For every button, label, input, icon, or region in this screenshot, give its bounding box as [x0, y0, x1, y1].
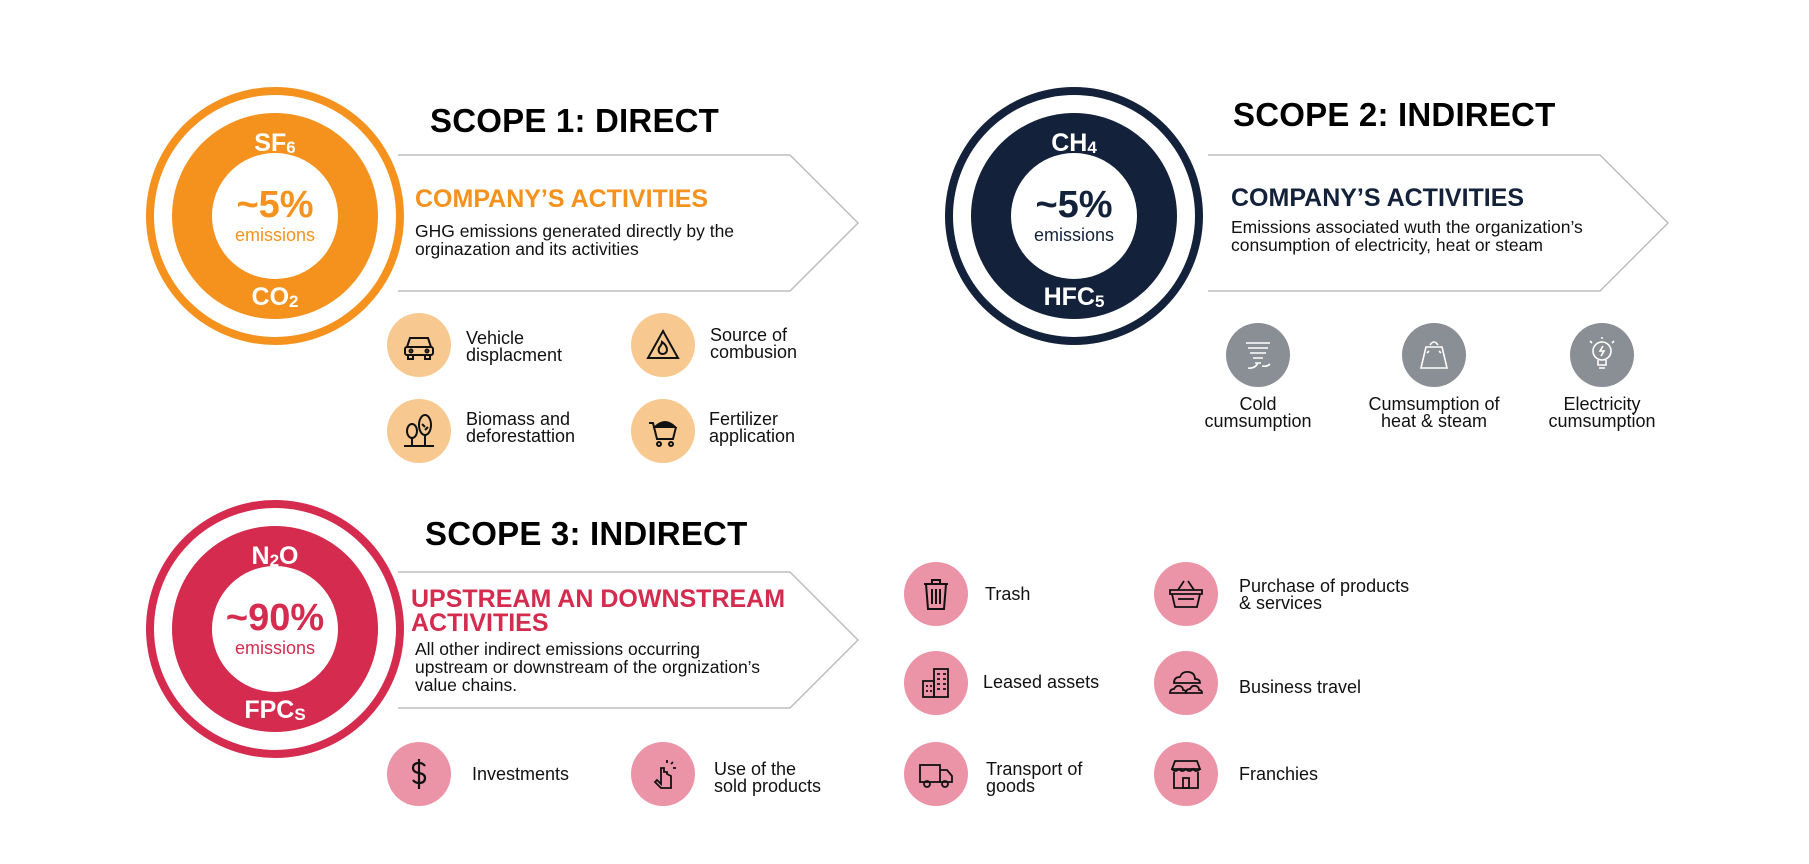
truck-icon — [904, 742, 968, 806]
scope3-percent: ~90% — [225, 597, 325, 639]
scope2-gas-top: CH4 — [1051, 129, 1097, 157]
scope3-gas-bottom: FPCS — [244, 696, 306, 724]
scope2-activity-desc: Emissions associated wuth the organizati… — [1231, 217, 1583, 255]
scope3-item-leased-label: Leased assets — [983, 672, 1100, 692]
scope3-item-trash-label: Trash — [985, 584, 1031, 604]
scope3-title: SCOPE 3: INDIRECT — [425, 515, 748, 552]
scope1-gas-bottom: CO2 — [251, 283, 299, 311]
building-icon — [904, 651, 968, 715]
clouds-icon — [1154, 651, 1218, 715]
dollar-icon — [387, 742, 451, 806]
scope3-gas-top: N2O — [251, 542, 299, 570]
scope2-emissions-label: emissions — [1033, 225, 1115, 245]
scope2-center: ~5% emissions — [1011, 153, 1137, 279]
car-icon — [387, 313, 451, 377]
scope3-ring: N2O ~90% emissions FPCS — [146, 500, 404, 758]
scope2-ring: CH4 ~5% emissions HFC5 — [945, 87, 1203, 345]
lightbulb-icon — [1570, 323, 1634, 387]
scope2-arrow-banner — [1208, 154, 1670, 292]
heater-bag-icon — [1402, 323, 1466, 387]
fertilizer-cart-icon — [631, 399, 695, 463]
scope2-title: SCOPE 2: INDIRECT — [1233, 96, 1556, 133]
scope1-activity-title: COMPANY’S ACTIVITIES — [415, 185, 709, 213]
scope3-arrow-banner — [398, 571, 860, 709]
scope1-ring: SF6 ~5% emissions CO2 — [146, 87, 404, 345]
trash-icon — [904, 562, 968, 626]
wind-icon — [1226, 323, 1290, 387]
scope1-emissions-label: emissions — [234, 225, 316, 245]
scope1-title: SCOPE 1: DIRECT — [430, 102, 720, 139]
scope1-percent: ~5% — [236, 184, 314, 226]
scope1-center: ~5% emissions — [212, 153, 338, 279]
store-icon — [1154, 742, 1218, 806]
flame-icon — [631, 313, 695, 377]
scope2-activity-title: COMPANY’S ACTIVITIES — [1231, 184, 1525, 212]
scope3-center: ~90% emissions — [212, 566, 338, 692]
scope3-emissions-label: emissions — [234, 638, 316, 658]
scope2-gas-bottom: HFC5 — [1043, 283, 1105, 311]
scope3-item-franchies-label: Franchies — [1239, 764, 1319, 784]
scope3-item-travel-label: Business travel — [1239, 677, 1362, 697]
basket-icon — [1154, 562, 1218, 626]
trees-icon — [387, 399, 451, 463]
scope2-percent: ~5% — [1035, 184, 1113, 226]
hand-touch-icon — [631, 742, 695, 806]
scope1-gas-top: SF6 — [254, 129, 296, 157]
scope3-item-investments-label: Investments — [472, 764, 570, 784]
scope3-item-purchase-label: Purchase of products& services — [1239, 576, 1410, 613]
scope1-arrow-banner — [398, 154, 860, 292]
